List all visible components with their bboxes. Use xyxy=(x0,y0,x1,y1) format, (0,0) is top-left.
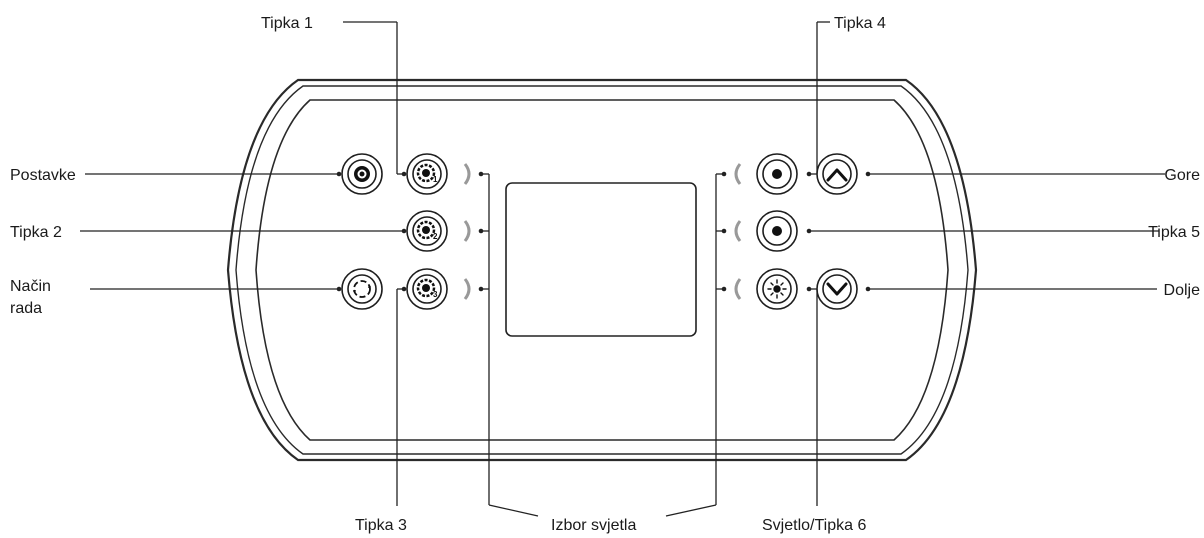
up-button[interactable] xyxy=(816,153,858,195)
label-postavke: Postavke xyxy=(10,167,76,184)
label-tipka-3: Tipka 3 xyxy=(355,517,407,534)
label-tipka-4: Tipka 4 xyxy=(834,15,886,32)
label-izbor-svjetla: Izbor svjetla xyxy=(551,517,636,534)
label-tipka-5: Tipka 5 xyxy=(1148,224,1200,241)
label-dolje: Dolje xyxy=(1164,282,1201,299)
pump-icon xyxy=(416,220,436,240)
pump-icon xyxy=(416,163,436,183)
label-svjetlo-tipka-6: Svjetlo/Tipka 6 xyxy=(762,517,866,534)
light-indicators-left xyxy=(463,163,471,300)
label-nacin-rada-2: rada xyxy=(10,300,42,317)
dot-icon xyxy=(772,169,782,179)
dot-icon xyxy=(772,226,782,236)
pump-1-button[interactable]: 1 xyxy=(406,153,448,195)
label-nacin-rada-1: Način xyxy=(10,278,51,295)
mode-button[interactable] xyxy=(341,268,383,310)
display-screen xyxy=(505,182,697,337)
leader-lines xyxy=(80,21,1165,517)
pump-3-button[interactable]: 3 xyxy=(406,268,448,310)
pump-2-button[interactable]: 2 xyxy=(406,210,448,252)
key-4-button[interactable] xyxy=(756,153,798,195)
chevron-up-icon xyxy=(826,168,848,182)
label-gore: Gore xyxy=(1164,167,1200,184)
chevron-down-icon xyxy=(826,282,848,296)
mode-cycle-icon xyxy=(353,280,371,298)
pump-icon xyxy=(416,278,436,298)
pump-3-number: 3 xyxy=(433,290,438,299)
settings-button[interactable] xyxy=(341,153,383,195)
pump-1-number: 1 xyxy=(433,175,438,184)
down-button[interactable] xyxy=(816,268,858,310)
label-tipka-1: Tipka 1 xyxy=(261,15,313,32)
settings-icon xyxy=(354,166,370,182)
panel-shell xyxy=(226,78,978,462)
light-icon xyxy=(767,279,787,299)
light-indicators-right xyxy=(734,163,742,300)
light-button[interactable] xyxy=(756,268,798,310)
label-tipka-2: Tipka 2 xyxy=(10,224,62,241)
pump-2-number: 2 xyxy=(433,232,438,241)
key-5-button[interactable] xyxy=(756,210,798,252)
